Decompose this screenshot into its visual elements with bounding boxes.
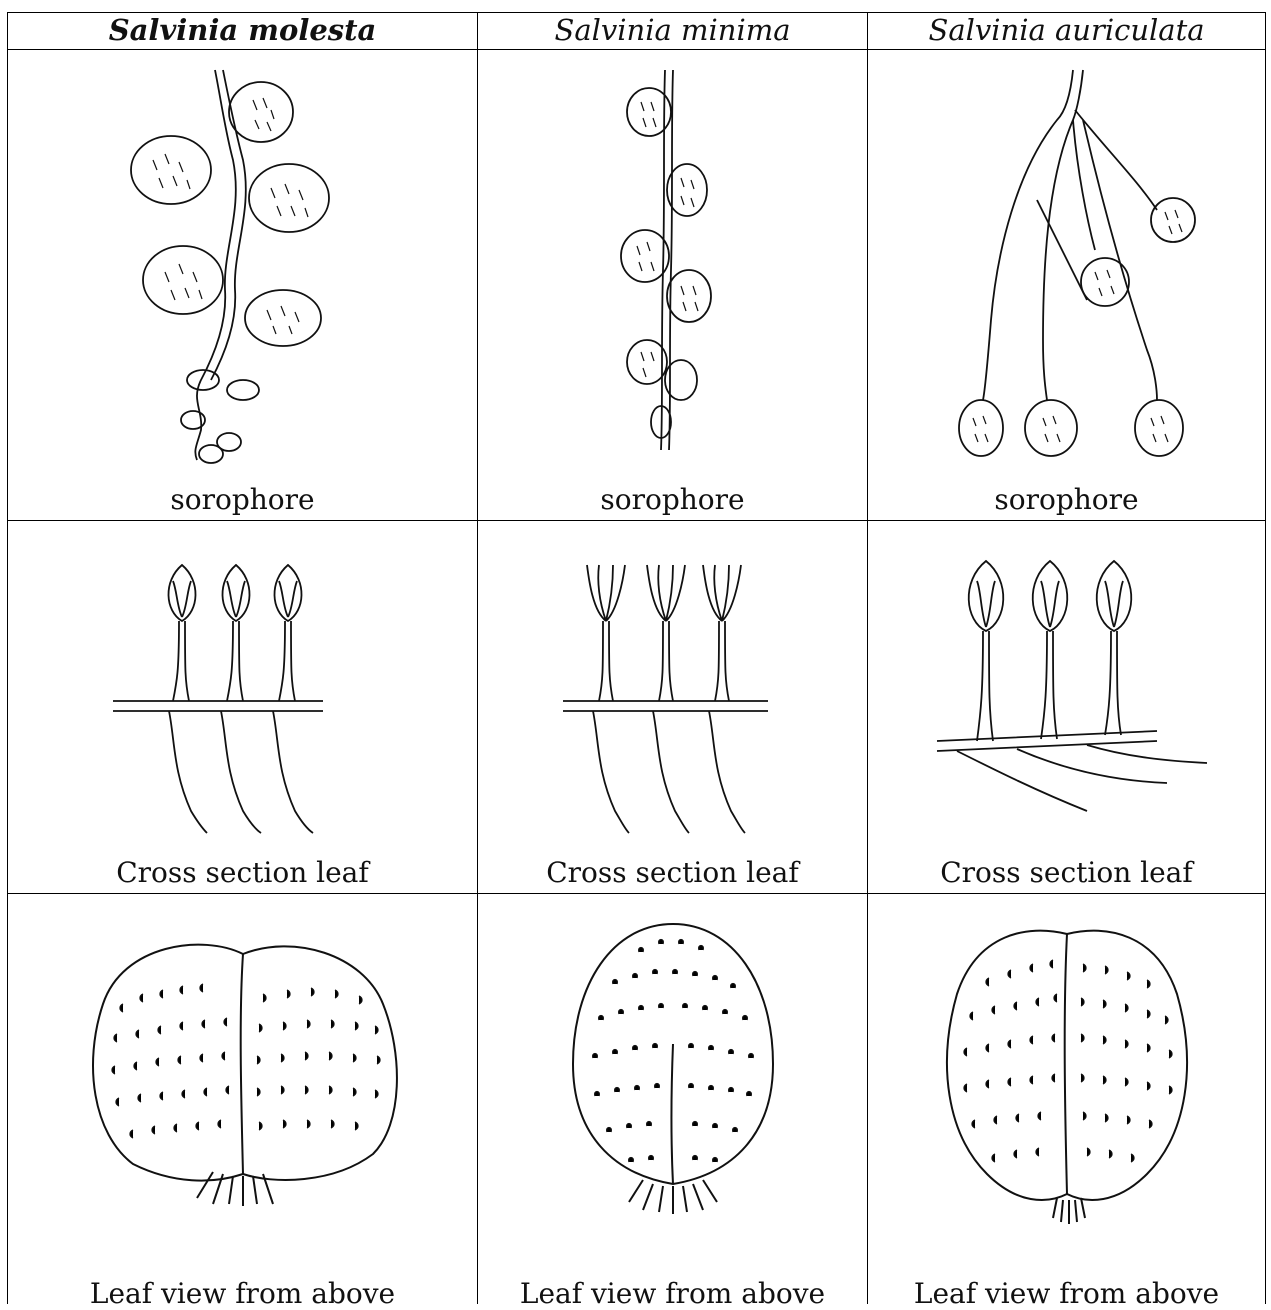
minima-sorophore-drawing [553,50,793,470]
caption-auriculata-leaf-view: Leaf view from above [868,1277,1265,1310]
cell-auriculata-leaf-view: Leaf view from above [868,894,1266,1305]
caption-auriculata-sorophore: sorophore [868,483,1265,516]
leaf-view-row: Leaf view from above Lea [8,894,1266,1305]
cell-molesta-cross-section: Cross section leaf [8,521,478,894]
cell-auriculata-cross-section: Cross section leaf [868,521,1266,894]
cell-molesta-leaf-view: Leaf view from above [8,894,478,1305]
minima-leaf-view-drawing [523,894,823,1254]
caption-molesta-cross-section: Cross section leaf [8,856,477,889]
caption-minima-sorophore: sorophore [478,483,867,516]
auriculata-cross-section-drawing [917,521,1217,841]
cell-minima-leaf-view: Leaf view from above [478,894,868,1305]
comparison-sheet: Salvinia molesta Salvinia minima Salvini… [7,12,1271,1302]
caption-molesta-leaf-view: Leaf view from above [8,1277,477,1310]
caption-molesta-sorophore: sorophore [8,483,477,516]
molesta-leaf-view-drawing [43,894,443,1254]
cell-auriculata-sorophore: sorophore [868,50,1266,521]
molesta-sorophore-drawing [93,50,393,470]
caption-auriculata-cross-section: Cross section leaf [868,856,1265,889]
auriculata-leaf-view-drawing [907,894,1227,1254]
cell-molesta-sorophore: sorophore [8,50,478,521]
caption-minima-leaf-view: Leaf view from above [478,1277,867,1310]
sorophore-row: sorophore [8,50,1266,521]
column-header-auriculata: Salvinia auriculata [868,13,1266,50]
minima-cross-section-drawing [553,521,793,841]
column-header-minima: Salvinia minima [478,13,868,50]
salvinia-comparison-table: Salvinia molesta Salvinia minima Salvini… [7,12,1266,1304]
molesta-cross-section-drawing [93,521,393,841]
caption-minima-cross-section: Cross section leaf [478,856,867,889]
column-header-molesta: Salvinia molesta [8,13,478,50]
auriculata-sorophore-drawing [907,50,1227,470]
cross-section-row: Cross section leaf Cross section leaf [8,521,1266,894]
header-row: Salvinia molesta Salvinia minima Salvini… [8,13,1266,50]
cell-minima-sorophore: sorophore [478,50,868,521]
cell-minima-cross-section: Cross section leaf [478,521,868,894]
